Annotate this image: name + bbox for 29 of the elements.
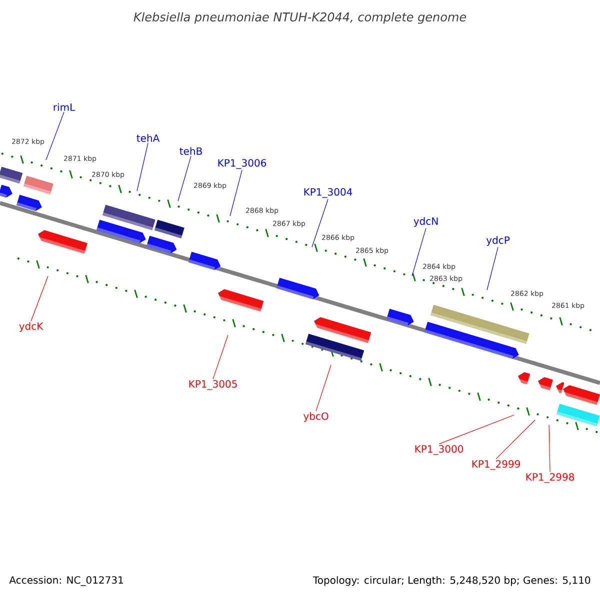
- leader-line: [46, 112, 64, 160]
- leader-line: [230, 170, 242, 216]
- leader-line: [438, 414, 514, 444]
- gene-label: ydcK: [19, 322, 44, 332]
- footer-text: Topology: circular; Length: 5,248,520 bp; Genes: 5,110: [312, 576, 590, 586]
- gene-label: KP1_3005: [189, 380, 237, 390]
- gene-label: KP1_2998: [526, 473, 574, 483]
- leader-line: [412, 228, 426, 276]
- leader-line: [312, 198, 328, 248]
- leader-line: [136, 142, 148, 192]
- footer-text: Accession: NC_012731: [9, 576, 123, 586]
- gene-label: KP1_2999: [472, 460, 520, 470]
- gene-label: KP1_3000: [415, 445, 464, 455]
- gene-label: tehA: [136, 134, 160, 142]
- leader-line: [30, 276, 48, 322]
- gene-label: ybcO: [303, 412, 328, 422]
- gene-label: rimL: [54, 103, 76, 111]
- title: Klebsiella pneumoniae NTUH-K2044, complete genome: [134, 12, 466, 24]
- leader-line: [178, 156, 192, 202]
- leader-line: [486, 246, 498, 290]
- gene-label: KP1_3006: [218, 159, 266, 169]
- leader-line: [548, 424, 550, 472]
- leader-line: [496, 420, 536, 460]
- gene-label: ydcP: [486, 236, 510, 246]
- gene-label: KP1_3004: [304, 188, 352, 198]
- leader-line: [316, 364, 332, 412]
- gene-label: tehB: [180, 147, 202, 155]
- leader-line: [212, 334, 228, 380]
- gene-label: ydcN: [414, 217, 438, 227]
